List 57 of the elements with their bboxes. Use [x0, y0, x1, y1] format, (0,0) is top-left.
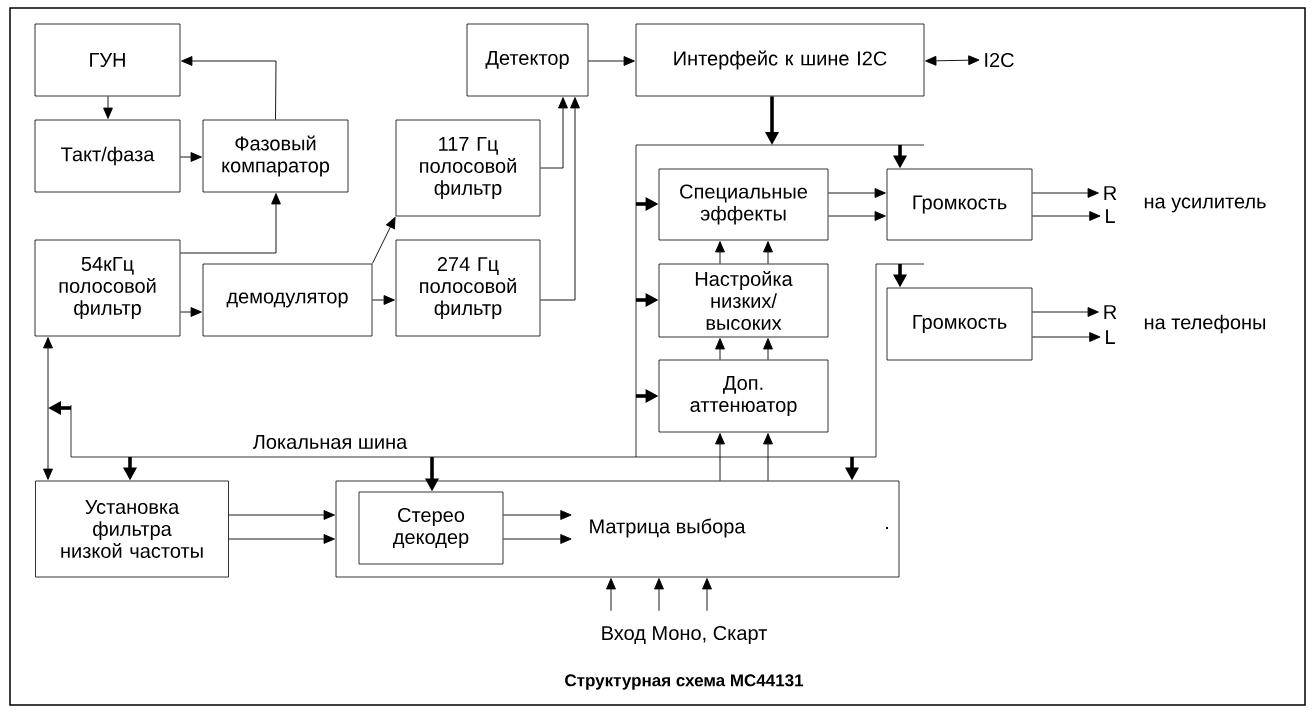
block-box: 54кГц полосовой фильтр	[34, 239, 181, 337]
arrow	[654, 578, 664, 612]
arrow	[228, 534, 335, 544]
arrow	[1031, 332, 1101, 342]
arrow	[715, 338, 725, 361]
text-label: Локальная шина	[252, 435, 408, 449]
arrow	[763, 338, 773, 361]
arrow	[502, 534, 572, 544]
double-arrow	[43, 337, 53, 480]
arrow	[715, 433, 725, 482]
arrow	[715, 241, 725, 265]
block-box: Специальные эффекты	[658, 168, 829, 241]
block-box: Такт/фаза	[34, 119, 181, 193]
block-box: Фазовый компаратор	[202, 119, 349, 193]
block-box: Стерео декодер	[358, 491, 504, 565]
signal-label: I2C	[985, 52, 1014, 68]
arrow	[1031, 188, 1099, 198]
arrow	[763, 433, 773, 482]
caption: Структурная схема MC44131	[565, 674, 804, 690]
arrow	[539, 97, 580, 301]
arrow	[606, 578, 616, 612]
block-box: Доп. аттенюатор	[658, 359, 829, 433]
block-box: Настройка низких/ высоких	[658, 263, 829, 338]
arrow	[228, 510, 335, 520]
signal-label: L	[1106, 330, 1115, 344]
arrow	[1031, 307, 1099, 317]
arrow	[539, 97, 568, 169]
arrow	[181, 56, 277, 121]
signal-label: R	[1104, 305, 1117, 319]
block-box: 274 Гц полосовой фильтр	[395, 239, 541, 337]
block-box: ГУН	[34, 23, 181, 97]
arrow	[587, 56, 635, 66]
arrow	[502, 510, 572, 520]
signal-label: L	[1106, 209, 1115, 223]
block-box: 117 Гц полосовой фильтр	[395, 119, 541, 217]
block-box: демодулятор	[202, 263, 373, 337]
arrow	[827, 211, 886, 221]
block-box: Детектор	[466, 23, 589, 97]
arrow	[103, 95, 113, 119]
block-box: Громкость	[886, 168, 1033, 241]
signal-label: R	[1104, 186, 1117, 200]
arrow	[827, 188, 886, 198]
arrow	[179, 307, 202, 317]
arrow	[179, 152, 202, 162]
arrow	[763, 241, 773, 265]
double-arrow	[925, 55, 980, 66]
block-box: Громкость	[886, 287, 1033, 361]
arrow	[702, 578, 712, 612]
arrow	[179, 193, 281, 254]
signal-label: Вход Моно, Скарт	[602, 625, 767, 645]
arrow	[371, 217, 396, 265]
arrow	[371, 295, 395, 305]
block-box: Интерфейс к шине I2C	[635, 23, 925, 97]
text-label: на телефоны	[1144, 314, 1266, 334]
block-box: Установка фильтра низкой частоты	[35, 480, 229, 578]
arrow	[1031, 211, 1101, 221]
text-label: на усилитель	[1144, 197, 1266, 213]
